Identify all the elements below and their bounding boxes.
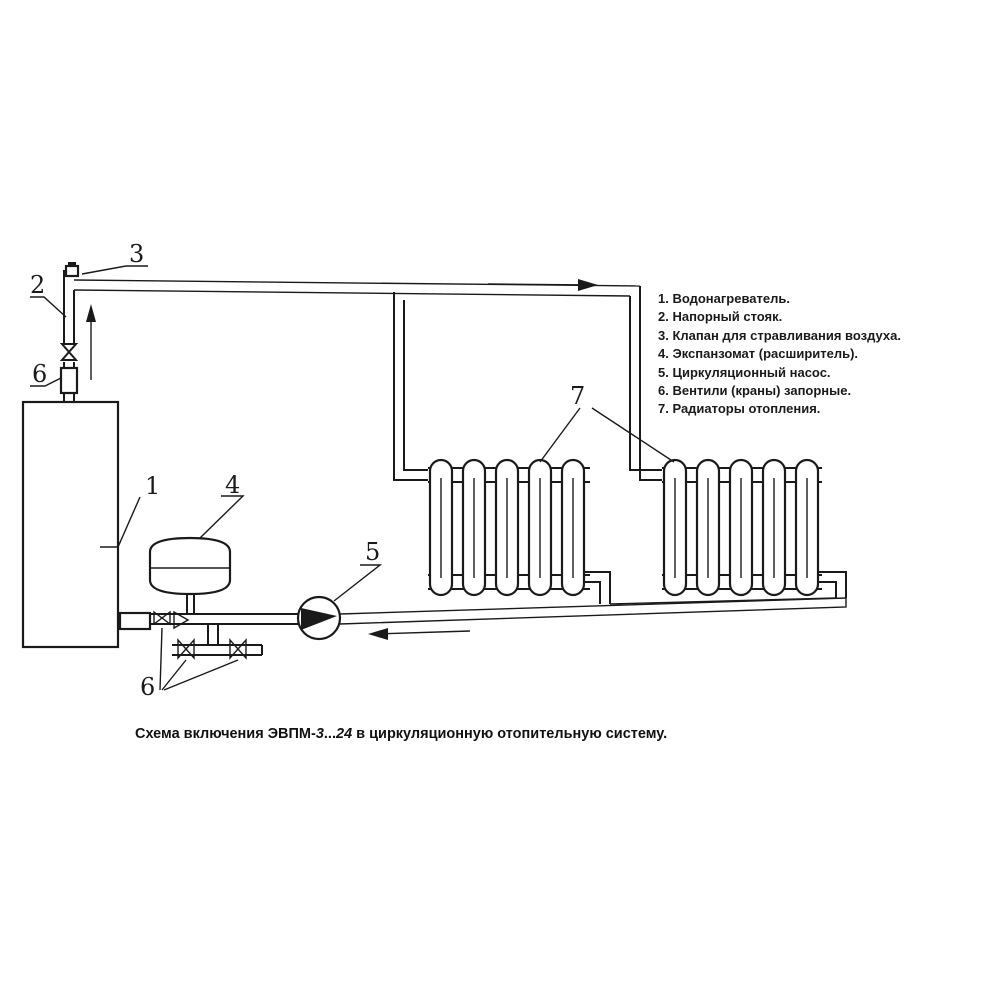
callout-5: 5 bbox=[333, 538, 383, 602]
flow-arrow-up bbox=[86, 304, 96, 380]
callout-2: 2 bbox=[30, 271, 67, 318]
flow-arrow-left bbox=[368, 628, 471, 640]
caption-prefix: Схема включения ЭВПМ- bbox=[135, 726, 316, 742]
expansion-tank bbox=[148, 536, 232, 614]
circulation-pump bbox=[296, 595, 342, 641]
callout-6-bottom-label: 6 bbox=[140, 673, 155, 701]
heater-outlet bbox=[118, 611, 152, 631]
callout-1: 1 bbox=[100, 472, 160, 548]
supply-drops bbox=[393, 286, 662, 481]
callout-2-label: 2 bbox=[30, 271, 45, 299]
legend-item: 2. Напорный стояк. bbox=[658, 309, 783, 325]
water-heater bbox=[21, 400, 120, 649]
pressure-riser bbox=[59, 270, 641, 402]
caption-range-sep: ... bbox=[323, 726, 336, 742]
callout-3-label: 3 bbox=[129, 240, 144, 268]
legend: 1. Водонагреватель. 2. Напорный стояк. 3… bbox=[658, 290, 901, 419]
caption-range-end: 24 bbox=[336, 726, 353, 742]
callout-7-label: 7 bbox=[570, 382, 585, 410]
caption-suffix: в циркуляционную отопительную систему. bbox=[352, 726, 668, 742]
legend-item: 5. Циркуляционный насос. bbox=[658, 364, 831, 380]
diagram-caption: Схема включения ЭВПМ-3...24 в циркуляцио… bbox=[135, 726, 935, 742]
callout-6-bottom: 6 bbox=[140, 627, 239, 701]
callout-3: 3 bbox=[81, 240, 148, 275]
callout-1-label: 1 bbox=[145, 472, 160, 500]
radiator-2 bbox=[662, 458, 847, 598]
legend-item: 6. Вентили (краны) запорные. bbox=[658, 383, 852, 399]
legend-item: 3. Клапан для стравливания воздуха. bbox=[658, 327, 901, 343]
callout-6-top: 6 bbox=[30, 360, 62, 388]
radiator-1 bbox=[428, 458, 611, 604]
legend-item: 4. Экспанзомат (расширитель). bbox=[658, 346, 859, 362]
legend-item: 1. Водонагреватель. bbox=[658, 291, 790, 306]
callout-6-top-label: 6 bbox=[32, 360, 47, 388]
legend-item: 7. Радиаторы отопления. bbox=[658, 401, 821, 417]
return-line bbox=[150, 597, 847, 625]
air-bleed-valve bbox=[64, 262, 80, 278]
callout-4-label: 4 bbox=[225, 471, 240, 499]
caption-range-start: 3 bbox=[315, 726, 324, 742]
shutoff-valves bbox=[153, 610, 263, 660]
callout-5-label: 5 bbox=[365, 538, 380, 566]
callout-7: 7 bbox=[539, 382, 675, 463]
flow-arrow-right bbox=[487, 279, 598, 291]
callout-4: 4 bbox=[199, 471, 245, 539]
